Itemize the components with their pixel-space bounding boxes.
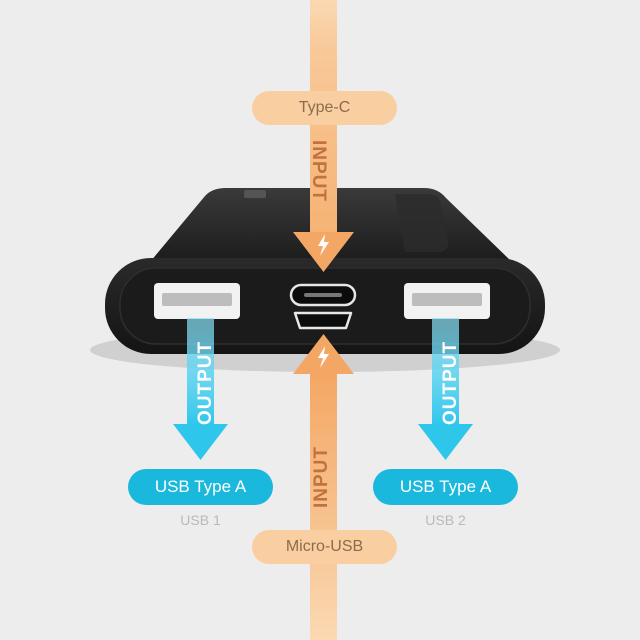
input-stream-bottom xyxy=(310,372,337,640)
lightning-icon xyxy=(318,346,329,368)
output-stream-1 xyxy=(187,318,214,426)
output-label-1: OUTPUT xyxy=(195,340,216,425)
usb-1-caption: USB 1 xyxy=(180,512,221,528)
input-label-top: INPUT xyxy=(308,140,329,202)
usb-type-a-pill-2: USB Type A xyxy=(373,469,518,505)
usb-a-port-inner xyxy=(412,293,482,306)
input-arrowhead-top xyxy=(293,232,354,272)
device-logo-badge xyxy=(244,190,266,198)
output-label-2: OUTPUT xyxy=(440,340,461,425)
usb-2-caption: USB 2 xyxy=(425,512,466,528)
output-arrowhead-2 xyxy=(418,424,473,460)
usb-c-port-tongue xyxy=(304,293,342,297)
micro-usb-pill: Micro-USB xyxy=(252,530,397,564)
input-label-bottom: INPUT xyxy=(311,446,332,508)
output-stream-2 xyxy=(432,318,459,426)
micro-usb-port-icon xyxy=(293,311,353,330)
usb-type-a-pill-1: USB Type A xyxy=(128,469,273,505)
usb-a-port-inner xyxy=(162,293,232,306)
output-arrowhead-1 xyxy=(173,424,228,460)
lightning-icon xyxy=(318,234,329,256)
device-top-inset xyxy=(395,194,449,252)
type-c-pill: Type-C xyxy=(252,91,397,125)
